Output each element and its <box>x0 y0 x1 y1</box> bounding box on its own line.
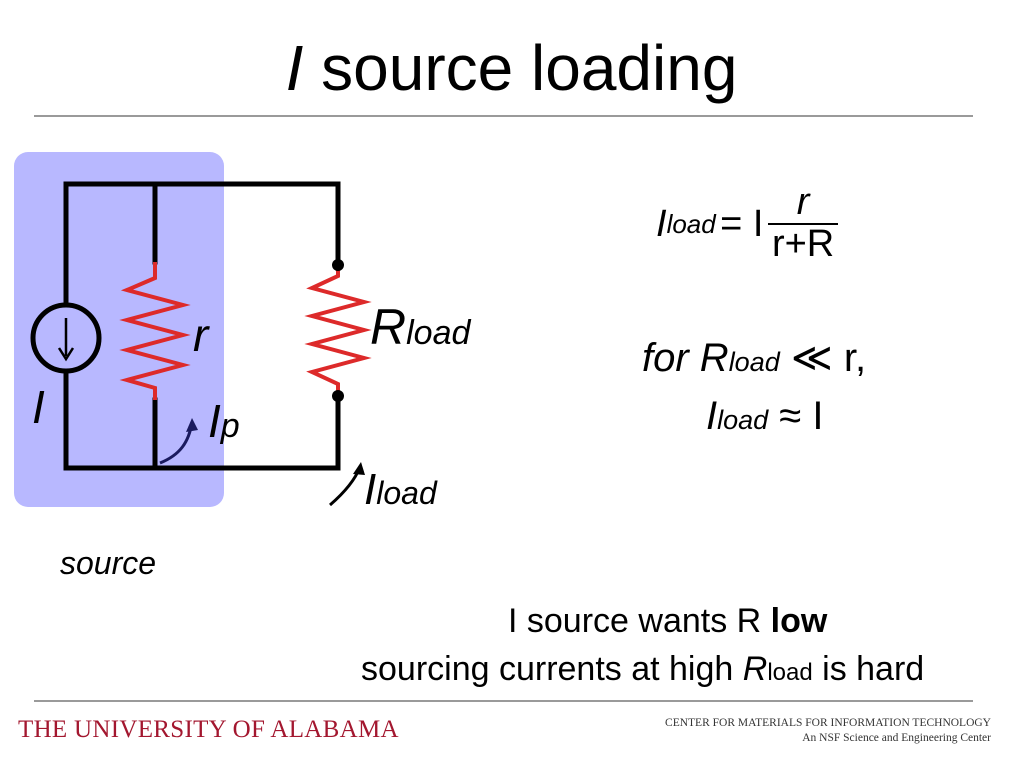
center-line1: CENTER FOR MATERIALS FOR INFORMATION TEC… <box>665 717 991 729</box>
load-resistor <box>304 265 372 396</box>
title-text: source loading <box>321 32 738 104</box>
eq-fraction: r r+R <box>767 182 839 265</box>
current-source-icon <box>30 302 102 374</box>
condition-line2: Iload ≈ I <box>706 396 823 436</box>
condition-rload-sub: load <box>728 347 780 377</box>
center-attribution: CENTER FOR MATERIALS FOR INFORMATION TEC… <box>665 716 991 746</box>
note-line2: sourcing currents at high Rload is hard <box>361 652 924 686</box>
label-rload-main: R <box>370 299 407 355</box>
slide-title: I source loading <box>0 28 1023 108</box>
note-line2-sub: load <box>767 659 813 686</box>
note-line2-pre: sourcing currents at high <box>361 650 743 688</box>
label-iload-sub: load <box>376 475 437 511</box>
label-ip-main: I <box>208 395 221 447</box>
university-name: THE UNIVERSITY OF ALABAMA <box>18 716 399 743</box>
source-caption: source <box>60 545 157 581</box>
label-ip-sub: p <box>220 407 240 445</box>
condition-approx: ≈ I <box>779 394 824 438</box>
terminal-dot-bottom <box>332 390 344 402</box>
label-rload: Rload <box>370 302 470 352</box>
note-line1: I source wants R low <box>508 604 827 638</box>
label-ip: Ip <box>208 398 240 444</box>
iload-current-arrow-icon <box>329 462 365 507</box>
terminal-dot-top <box>332 259 344 271</box>
eq-equals: = I <box>720 202 764 245</box>
title-italic-I: I <box>285 32 304 104</box>
label-iload: Iload <box>364 468 437 512</box>
circuit-wires <box>63 181 341 471</box>
circuit-diagram <box>14 152 372 507</box>
condition-for-R: for R <box>642 336 729 380</box>
eq-lhs-sub: load <box>666 208 716 239</box>
label-rload-sub: load <box>406 314 471 352</box>
condition-much-less: ≪ r, <box>790 336 867 380</box>
label-r: r <box>193 309 209 361</box>
ip-current-arrow-icon <box>159 418 198 465</box>
internal-resistor-r <box>119 262 191 400</box>
center-line2: An NSF Science and Engineering Center <box>802 732 991 744</box>
current-divider-equation: Iload = I r r+R <box>656 182 839 265</box>
note-line1-bold: low <box>770 602 828 640</box>
title-divider <box>34 115 973 117</box>
label-source-I: I <box>32 381 45 433</box>
note-line2-R: R <box>742 650 768 688</box>
note-line1-text: I source wants R <box>508 602 771 640</box>
note-line2-post: is hard <box>812 650 925 688</box>
condition-line1: for Rload ≪ r, <box>642 338 866 378</box>
eq-denominator: r+R <box>771 222 835 265</box>
eq-lhs-main: I <box>656 202 667 245</box>
footer-divider <box>34 700 973 702</box>
condition-iload-main: I <box>706 394 718 438</box>
condition-iload-sub: load <box>717 405 769 435</box>
label-iload-main: I <box>364 465 377 514</box>
eq-numerator: r <box>767 182 839 225</box>
